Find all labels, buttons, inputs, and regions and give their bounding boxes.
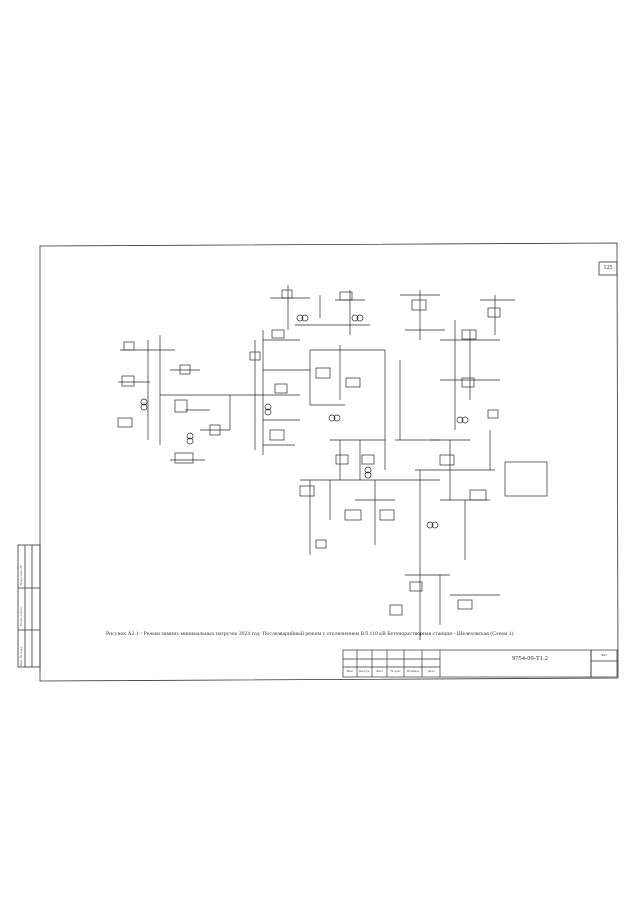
title-block-col-date: Дата [427,669,435,673]
title-block-col-change: Изм. [346,669,354,673]
right-substations [389,320,548,640]
side-stamp-label-replace: Взам. инв. № [19,565,23,585]
side-stamp-label-sign: Подп. и дата [19,607,23,626]
figure-caption: Рисунок А2.1 - Режим зимних минимальных … [106,631,514,637]
title-block-col-sheet: Лист [375,669,384,673]
side-stamp-label-inv: Инв. № подл. [19,646,23,666]
center-left-substation [230,329,310,455]
title-block [342,649,618,678]
page-number: 125 [603,265,613,271]
document-code: 9754-09-Т1.2 [512,655,548,662]
drawing-frame [17,242,619,682]
one-line-diagram [117,285,548,640]
top-substations [270,285,515,340]
left-substation [117,335,231,464]
title-block-col-qty: Кол.уч. [359,669,370,673]
sheet-label: Лист [600,653,608,657]
title-block-col-sign: Подпись [406,669,420,673]
central-network [299,345,440,555]
title-block-col-doc: № док. [390,669,401,673]
